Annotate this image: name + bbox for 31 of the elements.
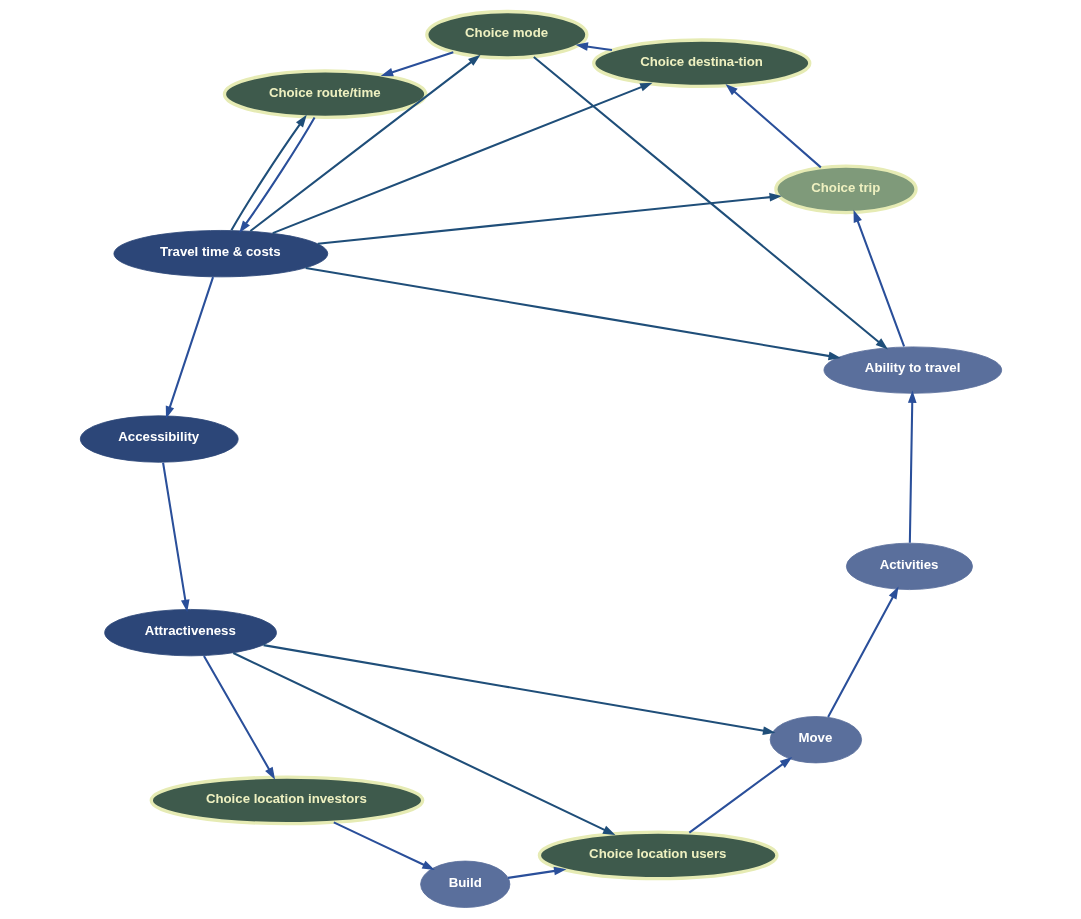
arrow [165, 276, 214, 419]
node-ellipse: Choice location users [537, 830, 779, 881]
arrow [305, 266, 841, 361]
arrow [532, 56, 888, 350]
arrow [507, 866, 566, 879]
node-ellipse: Choice trip [773, 164, 918, 215]
arrow [853, 209, 905, 347]
arrow [575, 42, 612, 52]
node-ellipse: Choice location investors [149, 775, 424, 826]
node-ellipse: Attractiveness [103, 609, 277, 657]
arrow [907, 390, 917, 543]
arrow [232, 652, 615, 836]
arrow [724, 83, 822, 169]
arrow [161, 462, 190, 613]
node-ellipse: Choice destina-tion [591, 38, 811, 89]
arrow [262, 644, 775, 735]
arrow [826, 586, 899, 718]
arrow [688, 757, 792, 834]
arrow [230, 114, 307, 231]
arrow [271, 82, 653, 235]
node-ellipse: Activities [845, 542, 973, 590]
node-ellipse: Travel time & costs [113, 230, 328, 278]
node-ellipse: Move [769, 716, 862, 764]
arrow [238, 117, 315, 234]
arrow [317, 192, 782, 245]
arrow [202, 655, 275, 780]
arrow [332, 821, 435, 870]
node-ellipse: Accessibility [79, 415, 239, 463]
arrow [249, 54, 481, 232]
arrow [380, 51, 454, 77]
node-ellipse: Ability to travel [823, 346, 1002, 394]
